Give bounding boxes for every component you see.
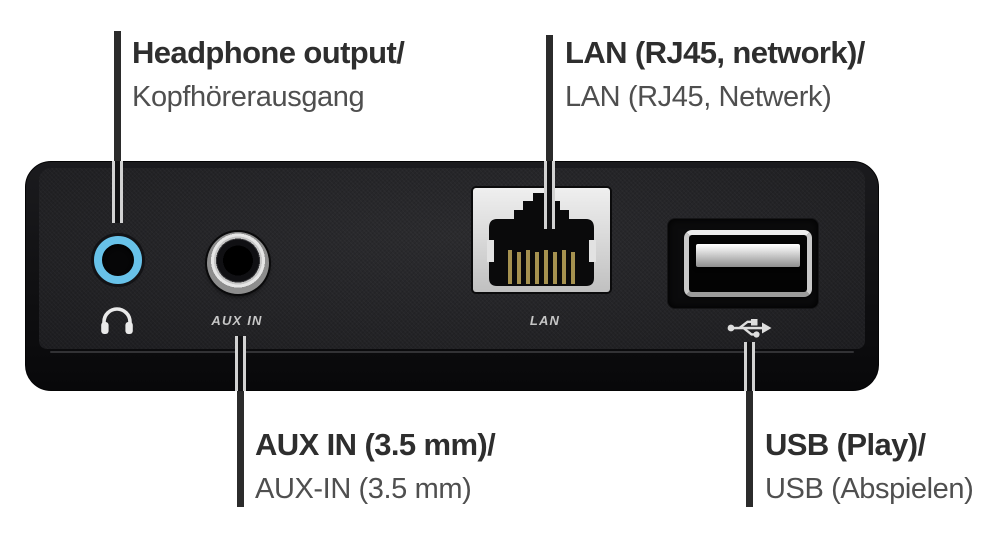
label-headphone: Headphone output/ Kopfhörerausgang xyxy=(132,31,405,119)
headphone-jack-port xyxy=(94,236,142,284)
aux-port-label: AUX IN xyxy=(211,313,263,328)
callout-line-aux-on-device xyxy=(235,336,246,391)
aux-in-jack-port xyxy=(207,232,269,294)
label-aux: AUX IN (3.5 mm)/ AUX-IN (3.5 mm) xyxy=(255,423,496,511)
lan-port-label: LAN xyxy=(529,313,561,328)
label-aux-de: AUX-IN (3.5 mm) xyxy=(255,473,472,505)
lan-rj45-port xyxy=(473,188,610,292)
callout-line-usb-on-device xyxy=(744,342,755,391)
label-usb-en: USB (Play)/ xyxy=(765,427,926,462)
label-usb-de: USB (Abspielen) xyxy=(765,473,974,505)
rj45-gold-pins xyxy=(508,250,575,284)
rj45-cavity xyxy=(489,193,594,286)
label-headphone-en: Headphone output/ xyxy=(132,35,405,70)
usb-port-tongue xyxy=(696,244,800,267)
label-lan: LAN (RJ45, network)/ LAN (RJ45, Netwerk) xyxy=(565,31,865,119)
callout-line-lan xyxy=(546,35,553,161)
headphone-icon xyxy=(99,305,135,335)
callout-line-aux xyxy=(237,391,244,507)
callout-line-headphone-on-device xyxy=(112,161,123,223)
callout-line-lan-on-device xyxy=(544,161,555,229)
label-usb: USB (Play)/ USB (Abspielen) xyxy=(765,423,974,511)
device-bottom-edge-highlight xyxy=(50,351,854,353)
label-aux-en: AUX IN (3.5 mm)/ xyxy=(255,427,496,462)
label-headphone-de: Kopfhörerausgang xyxy=(132,81,365,113)
usb-trident-icon xyxy=(726,316,772,340)
label-lan-en: LAN (RJ45, network)/ xyxy=(565,35,865,70)
label-lan-de: LAN (RJ45, Netwerk) xyxy=(565,81,832,113)
callout-line-headphone xyxy=(114,31,121,161)
callout-line-usb xyxy=(746,391,753,507)
